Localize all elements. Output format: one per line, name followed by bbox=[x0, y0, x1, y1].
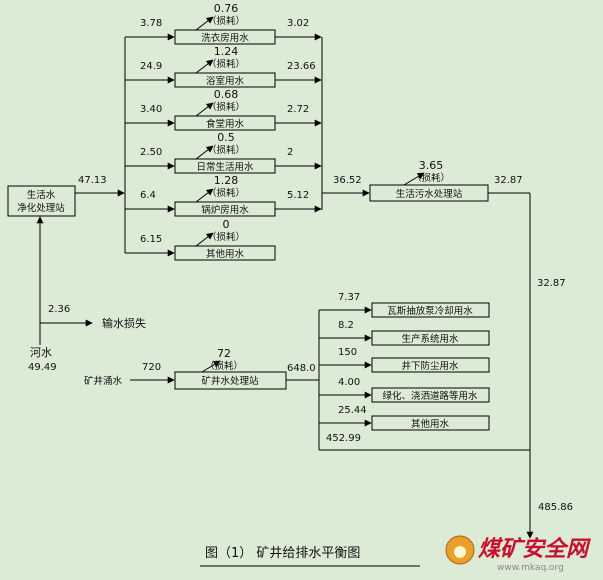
purifier-out-value: 47.13 bbox=[78, 175, 107, 186]
domestic-loss-arrow bbox=[195, 102, 214, 117]
domestic-loss-label: （损耗） bbox=[207, 58, 245, 70]
river-loss-label: 输水损失 bbox=[102, 316, 146, 330]
mine-use-box bbox=[371, 330, 490, 346]
sewage-out-value: 32.87 bbox=[494, 175, 523, 186]
diagram-caption: 图（1） 矿井给排水平衡图 bbox=[205, 546, 360, 561]
mine-use-box bbox=[371, 357, 490, 373]
mine-use-value: 7.37 bbox=[338, 292, 360, 303]
mine-use-value: 4.00 bbox=[338, 377, 360, 388]
mine-use-label: 绿化、浇洒道路等用水 bbox=[382, 390, 478, 402]
domestic-box-label: 锅炉房用水 bbox=[201, 204, 249, 216]
mine-use-label: 瓦斯抽放泵冷却用水 bbox=[387, 305, 473, 317]
watermark-url: www.mkaq.org bbox=[497, 563, 564, 573]
domestic-loss-value: 1.24 bbox=[214, 45, 239, 58]
sewage-in-value: 36.52 bbox=[333, 175, 362, 186]
mine-rows: 7.37 瓦斯抽放泵冷却用水 8.2 生产系统用水 150 井下防尘用水 4.00 绿化、浇洒… bbox=[319, 292, 490, 431]
mine-loss-value: 72 bbox=[217, 347, 231, 360]
river-loss-value: 2.36 bbox=[48, 304, 70, 315]
watermark: 煤矿安全网 www.mkaq.org bbox=[445, 535, 591, 573]
domestic-loss-arrow bbox=[195, 145, 214, 160]
domestic-box bbox=[174, 245, 276, 261]
total-discharge-value: 485.86 bbox=[538, 502, 573, 513]
domestic-out-value: 5.12 bbox=[287, 190, 309, 201]
mine-source-value: 720 bbox=[142, 362, 161, 373]
domestic-box-label: 其他用水 bbox=[206, 248, 245, 260]
watermark-logo-inner bbox=[454, 546, 466, 558]
mine-use-value: 8.2 bbox=[338, 320, 354, 331]
mine-loss-label: （损耗） bbox=[205, 360, 243, 372]
purifier-station-label-2: 净化处理站 bbox=[17, 202, 65, 214]
domestic-in-value: 3.40 bbox=[140, 104, 162, 115]
mine-use-box bbox=[371, 415, 490, 431]
domestic-loss-arrow bbox=[195, 188, 214, 203]
domestic-loss-value: 0.5 bbox=[217, 131, 235, 144]
domestic-loss-arrow bbox=[195, 16, 214, 31]
river-label: 河水 bbox=[30, 346, 52, 359]
domestic-loss-label: （损耗） bbox=[207, 231, 245, 243]
domestic-out-value: 23.66 bbox=[287, 61, 316, 72]
domestic-loss-value: 0.76 bbox=[214, 2, 239, 15]
watermark-brand: 煤矿安全网 bbox=[478, 536, 591, 562]
domestic-out-value: 3.02 bbox=[287, 18, 309, 29]
mine-use-value: 150 bbox=[338, 347, 357, 358]
river-value: 49.49 bbox=[28, 362, 57, 373]
sewage-loss-arrow bbox=[403, 172, 425, 186]
mine-loss-arrow bbox=[201, 360, 221, 373]
mine-use-label: 生产系统用水 bbox=[401, 333, 459, 345]
domestic-box-label: 洗衣房用水 bbox=[201, 32, 249, 44]
purifier-station-label-1: 生活水 bbox=[27, 189, 56, 201]
domestic-in-value: 24.9 bbox=[140, 61, 162, 72]
mine-use-label: 井下防尘用水 bbox=[401, 360, 459, 372]
domestic-in-value: 3.78 bbox=[140, 18, 162, 29]
mine-use-label: 其他用水 bbox=[411, 418, 450, 430]
mine-discharge-value: 452.99 bbox=[326, 433, 361, 444]
mine-use-value: 25.44 bbox=[338, 405, 367, 416]
domestic-loss-value: 0.68 bbox=[214, 88, 239, 101]
domestic-loss-value: 0 bbox=[223, 218, 230, 231]
sewage-down-value: 32.87 bbox=[537, 278, 566, 289]
domestic-box-label: 日常生活用水 bbox=[196, 161, 254, 173]
domestic-out-value: 2 bbox=[287, 147, 293, 158]
mine-station-label: 矿井水处理站 bbox=[201, 375, 259, 387]
purifier-station-box bbox=[7, 185, 76, 217]
sewage-loss-value: 3.65 bbox=[419, 159, 444, 172]
domestic-out-value: 2.72 bbox=[287, 104, 309, 115]
mine-use-box bbox=[371, 302, 490, 318]
sewage-station-label: 生活污水处理站 bbox=[396, 188, 463, 200]
mine-source-label: 矿井涌水 bbox=[84, 375, 123, 387]
domestic-loss-label: （损耗） bbox=[207, 15, 245, 27]
domestic-loss-arrow bbox=[195, 232, 214, 247]
mine-use-box bbox=[371, 387, 490, 403]
domestic-loss-arrow bbox=[195, 59, 214, 74]
domestic-box-label: 浴室用水 bbox=[206, 75, 245, 87]
domestic-loss-label: （损耗） bbox=[207, 101, 245, 113]
sewage-loss-label: （损耗） bbox=[412, 172, 450, 184]
mine-out-value: 648.0 bbox=[287, 363, 316, 374]
domestic-box-label: 食堂用水 bbox=[206, 118, 245, 130]
domestic-loss-value: 1.28 bbox=[214, 174, 239, 187]
domestic-rows: 3.78洗衣房用水0.76（损耗）3.0224.9浴室用水1.24（损耗）23.… bbox=[125, 2, 322, 261]
domestic-loss-label: （损耗） bbox=[207, 144, 245, 156]
domestic-in-value: 6.4 bbox=[140, 190, 156, 201]
domestic-in-value: 6.15 bbox=[140, 234, 162, 245]
domestic-in-value: 2.50 bbox=[140, 147, 162, 158]
domestic-loss-label: （损耗） bbox=[207, 187, 245, 199]
